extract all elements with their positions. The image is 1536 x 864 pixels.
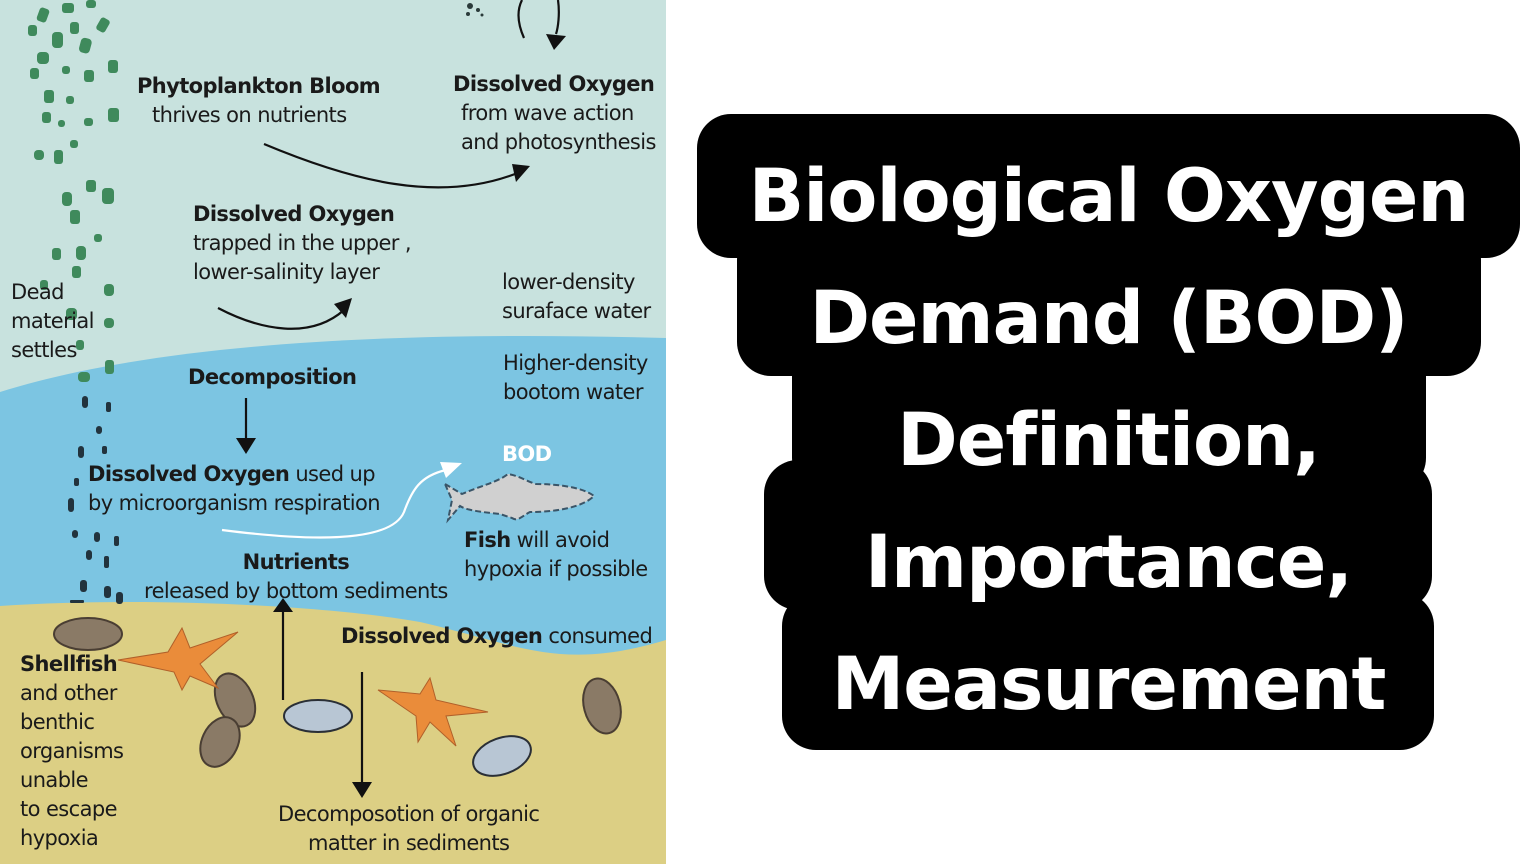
- dead-material-label: Dead material settles: [11, 280, 94, 362]
- higher-density-label: Higher-density bootom water: [503, 351, 648, 404]
- trapped-oxygen-arrow-icon: [217, 307, 345, 330]
- fish-label: Fish will avoid hypoxia if possible: [464, 528, 648, 581]
- circulation-arrow-icon: [517, 0, 526, 39]
- dissolved-oxygen-wave-label: Dissolved Oxygen from wave action and ph…: [453, 72, 656, 154]
- phytoplankton-label: Phytoplankton Bloom thrives on nutrients: [137, 74, 381, 127]
- title-line-5: Measurement: [831, 642, 1387, 727]
- fish-icon: [442, 472, 596, 524]
- lower-density-label: lower-density suraface water: [502, 270, 651, 323]
- crab-icon: [283, 699, 532, 777]
- bod-arrow-icon: [221, 468, 447, 539]
- shellfish-label: Shellfish and other benthic organisms un…: [20, 652, 124, 850]
- bubbles-icon: [466, 3, 484, 17]
- shellfish-icon: [53, 617, 622, 768]
- dissolved-oxygen-trapped-label: Dissolved Oxygen trapped in the upper , …: [193, 202, 412, 284]
- phytoplankton-to-oxygen-arrow-icon: [263, 142, 521, 189]
- arrows: [217, 0, 560, 784]
- title-line-2: Demand (BOD): [809, 276, 1408, 361]
- bod-diagram: Phytoplankton Bloom thrives on nutrients…: [0, 0, 666, 864]
- diagram-background: [0, 0, 666, 864]
- phytoplankton-icon: [28, 0, 119, 382]
- decomposition-label: Decomposition: [188, 365, 357, 389]
- starfish-icon: [117, 626, 489, 747]
- title-line-1: Biological Oxygen: [748, 154, 1470, 239]
- title-line-3: Definition,: [897, 398, 1321, 483]
- title-line-4: Importance,: [864, 520, 1353, 605]
- title-block-4: [764, 460, 1432, 610]
- sediment-decomposition-label: Decomposotion of organic matter in sedim…: [278, 802, 540, 855]
- nutrients-label: Nutrients released by bottom sediments: [144, 550, 448, 603]
- dead-particles-icon: [68, 396, 123, 604]
- page-title: Biological Oxygen Demand (BOD) Definitio…: [697, 114, 1520, 746]
- bod-label: BOD: [502, 442, 552, 466]
- title-panel: Biological Oxygen Demand (BOD) Definitio…: [697, 114, 1520, 750]
- dissolved-oxygen-used-label: Dissolved Oxygen used up by microorganis…: [88, 462, 381, 515]
- title-block-5: [782, 592, 1434, 750]
- dissolved-oxygen-consumed-label: Dissolved Oxygen consumed: [341, 624, 653, 648]
